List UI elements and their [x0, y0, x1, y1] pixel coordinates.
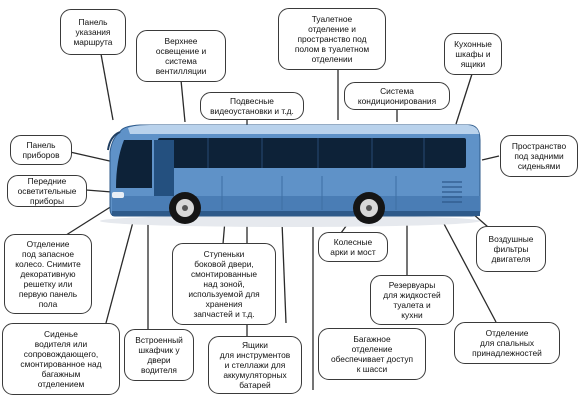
label-steps: Ступеньки боковой двери, смонтированные …: [172, 243, 276, 325]
label-air-filters: Воздушные фильтры двигателя: [476, 226, 546, 272]
label-wheel-arches: Колесные арки и мост: [318, 232, 388, 262]
bus-mirror: [107, 131, 121, 151]
label-rear-seats: Пространство под задними сиденьями: [500, 135, 578, 177]
front-wheel: [169, 192, 201, 224]
baggage-panels: [221, 176, 397, 210]
label-boxes: Ящики для инструментов и стеллажи для ак…: [208, 336, 302, 394]
window-pillars: [207, 138, 425, 168]
bus-headlight: [112, 192, 124, 198]
label-spare-wheel: Отделение под запасное колесо. Снимите д…: [4, 234, 92, 314]
label-cabinet: Встроенный шкафчик у двери водителя: [124, 329, 194, 381]
bus-bottom-stripe: [112, 211, 480, 216]
bus-roof: [128, 125, 479, 134]
label-video: Подвесные видеоустановки и т.д.: [200, 92, 304, 120]
rear-wheel: [353, 192, 385, 224]
label-top-light: Верхнее освещение и система вентилляции: [136, 30, 226, 82]
bus-illustration: [107, 124, 481, 224]
engine-grille: [442, 181, 462, 203]
bus-door: [154, 140, 174, 196]
label-toilet: Туалетное отделение и пространство под п…: [278, 8, 386, 70]
label-luggage: Багажное отделение обеспечивает доступ к…: [318, 328, 426, 380]
label-tanks: Резервуары для жидкостей туалета и кухни: [370, 275, 454, 325]
label-sleeping: Отделение для спальных принадлежностей: [454, 322, 560, 364]
label-driver-seats: Сиденье водителя или сопровождающего, см…: [2, 323, 120, 395]
bus-shadow: [100, 215, 480, 227]
label-dashboard: Панель приборов: [10, 135, 72, 165]
label-route-panel: Панель указания маршрута: [60, 9, 126, 55]
label-kitchen: Кухонные шкафы и ящики: [444, 33, 502, 75]
bus-windscreen: [116, 140, 152, 188]
label-aircon: Система кондиционирования: [344, 82, 450, 110]
bus-windows: [158, 138, 466, 168]
label-front-lights: Передние осветительные приборы: [7, 175, 87, 207]
